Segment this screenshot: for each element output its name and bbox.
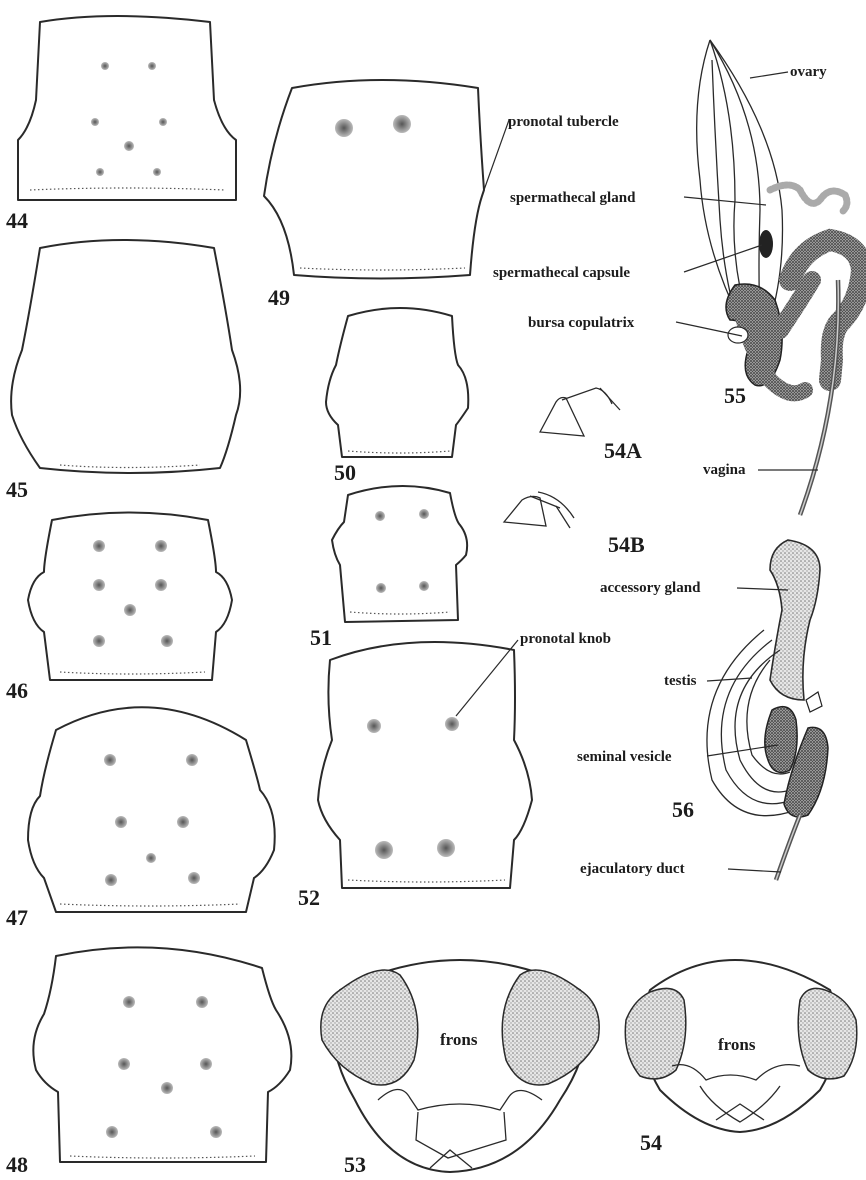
figure-number-53: 53 bbox=[344, 1152, 366, 1177]
label-spermathecal-capsule: spermathecal capsule bbox=[493, 265, 630, 281]
figure-number-46: 46 bbox=[6, 678, 28, 703]
label-pronotal-knob: pronotal knob bbox=[520, 631, 611, 647]
label-testis: testis bbox=[664, 673, 697, 689]
pronotum-fig-45 bbox=[11, 240, 240, 473]
figure-number-47: 47 bbox=[6, 905, 28, 930]
label-frons-53: frons bbox=[440, 1030, 478, 1049]
figure-number-44: 44 bbox=[6, 208, 28, 233]
figure-number-56: 56 bbox=[672, 797, 694, 822]
pronotum-fig-46 bbox=[28, 513, 232, 681]
label-frons-54: frons bbox=[718, 1035, 756, 1054]
figure-number-55: 55 bbox=[724, 383, 746, 408]
label-ejaculatory-duct: ejaculatory duct bbox=[580, 861, 685, 877]
pronotum-fig-51 bbox=[332, 486, 467, 622]
figure-number-54: 54 bbox=[640, 1130, 662, 1155]
label-vagina: vagina bbox=[703, 462, 746, 478]
label-bursa-copulatrix: bursa copulatrix bbox=[528, 315, 635, 331]
figure-number-52: 52 bbox=[298, 885, 320, 910]
head-fig-53 bbox=[321, 960, 599, 1172]
figure-number-48: 48 bbox=[6, 1152, 28, 1177]
pronotum-fig-47 bbox=[28, 707, 275, 912]
leg-segment-fig-54b bbox=[504, 492, 574, 528]
figure-number-50: 50 bbox=[334, 460, 356, 485]
label-seminal-vesicle: seminal vesicle bbox=[577, 749, 672, 765]
pronotum-fig-44 bbox=[18, 16, 236, 200]
pronotum-fig-49 bbox=[264, 80, 509, 279]
pronotum-fig-52 bbox=[318, 640, 532, 888]
label-accessory-gland: accessory gland bbox=[600, 580, 701, 596]
leg-segment-fig-54a bbox=[540, 388, 620, 436]
label-ovary: ovary bbox=[790, 64, 827, 80]
label-pronotal-tubercle: pronotal tubercle bbox=[508, 114, 619, 130]
male-reproductive-fig-56 bbox=[707, 540, 828, 880]
label-spermathecal-gland: spermathecal gland bbox=[510, 190, 636, 206]
pronotum-fig-50 bbox=[326, 308, 468, 457]
figure-number-45: 45 bbox=[6, 477, 28, 502]
figure-number-54b: 54B bbox=[608, 532, 645, 557]
figure-number-51: 51 bbox=[310, 625, 332, 650]
figure-number-54a: 54A bbox=[604, 438, 642, 463]
female-reproductive-fig-55 bbox=[676, 40, 862, 515]
pronotum-fig-48 bbox=[33, 947, 291, 1162]
figure-number-49: 49 bbox=[268, 285, 290, 310]
